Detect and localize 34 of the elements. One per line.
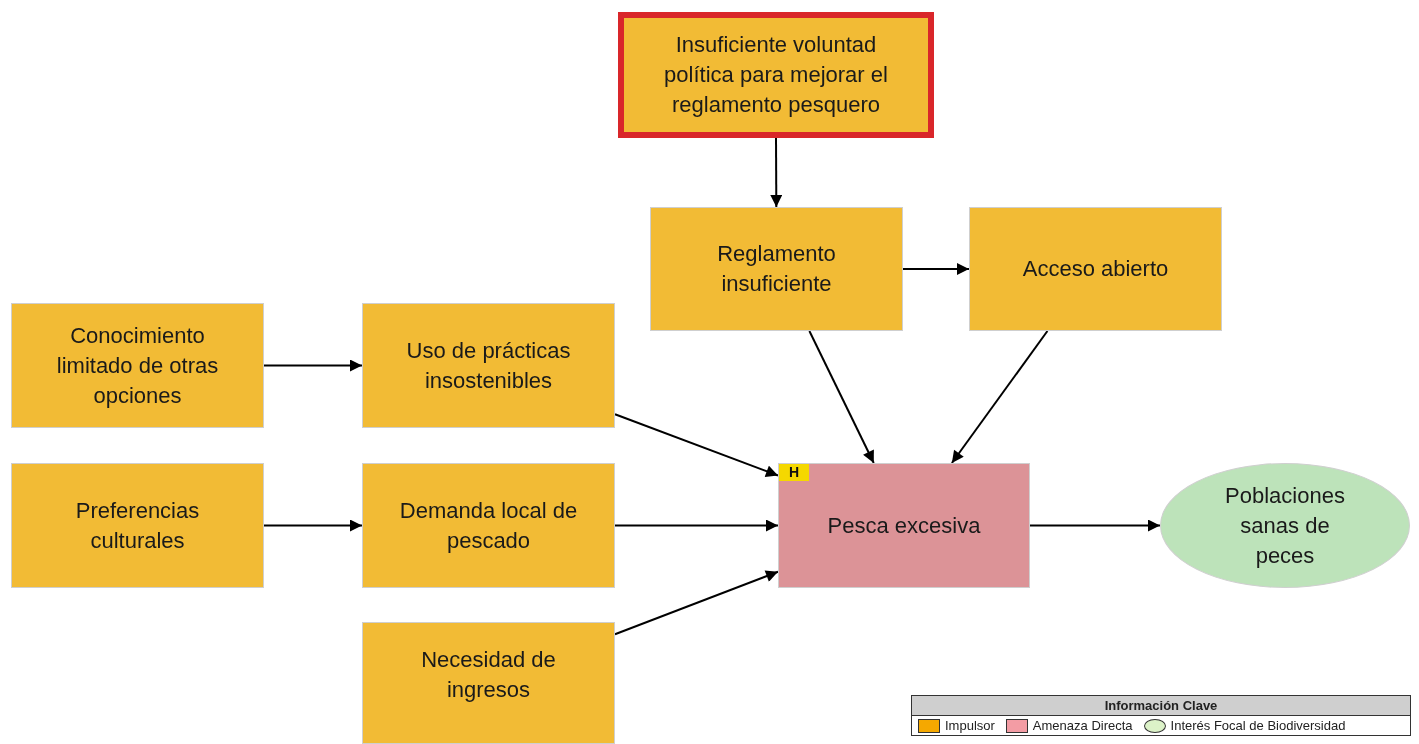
- driver-box: [362, 622, 615, 744]
- arrow: [614, 413, 779, 477]
- arrow: [950, 330, 1049, 464]
- node-text: Necesidad de ingresos: [420, 646, 557, 704]
- driver-box: [362, 303, 615, 428]
- node-text: Conocimiento limitado de otras opciones: [55, 321, 220, 410]
- threat-box: [778, 463, 1030, 588]
- arrow: [263, 519, 363, 532]
- arrow: [1029, 519, 1161, 532]
- driver-box: [362, 463, 615, 588]
- legend-text: Amenaza Directa: [1032, 718, 1133, 733]
- node-text: Poblaciones sanas de peces: [1224, 481, 1346, 570]
- node-text: Preferencias culturales: [74, 496, 201, 555]
- node-text: Pesca excesiva: [827, 511, 981, 540]
- arrow: [614, 570, 779, 636]
- badge: H: [779, 464, 810, 481]
- arrow: [614, 519, 779, 532]
- arrow: [770, 137, 783, 208]
- legend-title: Información Clave: [912, 696, 1410, 716]
- node-text: Reglamento insuficiente: [716, 240, 837, 298]
- arrow: [263, 359, 363, 372]
- node-text: Acceso abierto: [1022, 255, 1169, 283]
- node-text: Insuficiente voluntad política para mejorar el reglamento pesquero: [663, 31, 889, 119]
- legend-text: Interés Focal de Biodiversidad: [1170, 718, 1346, 733]
- legend-text: Impulsor: [945, 718, 995, 733]
- arrow: [902, 263, 970, 275]
- driver-box: [11, 463, 264, 588]
- arrow: [808, 330, 875, 464]
- node-text: Demanda local de pescado: [398, 496, 579, 555]
- driver-box: [969, 207, 1222, 331]
- node-text: Uso de prácticas insostenibles: [405, 336, 572, 395]
- driver-box: [650, 207, 903, 331]
- driver-box: [618, 12, 934, 138]
- driver-box: [11, 303, 264, 428]
